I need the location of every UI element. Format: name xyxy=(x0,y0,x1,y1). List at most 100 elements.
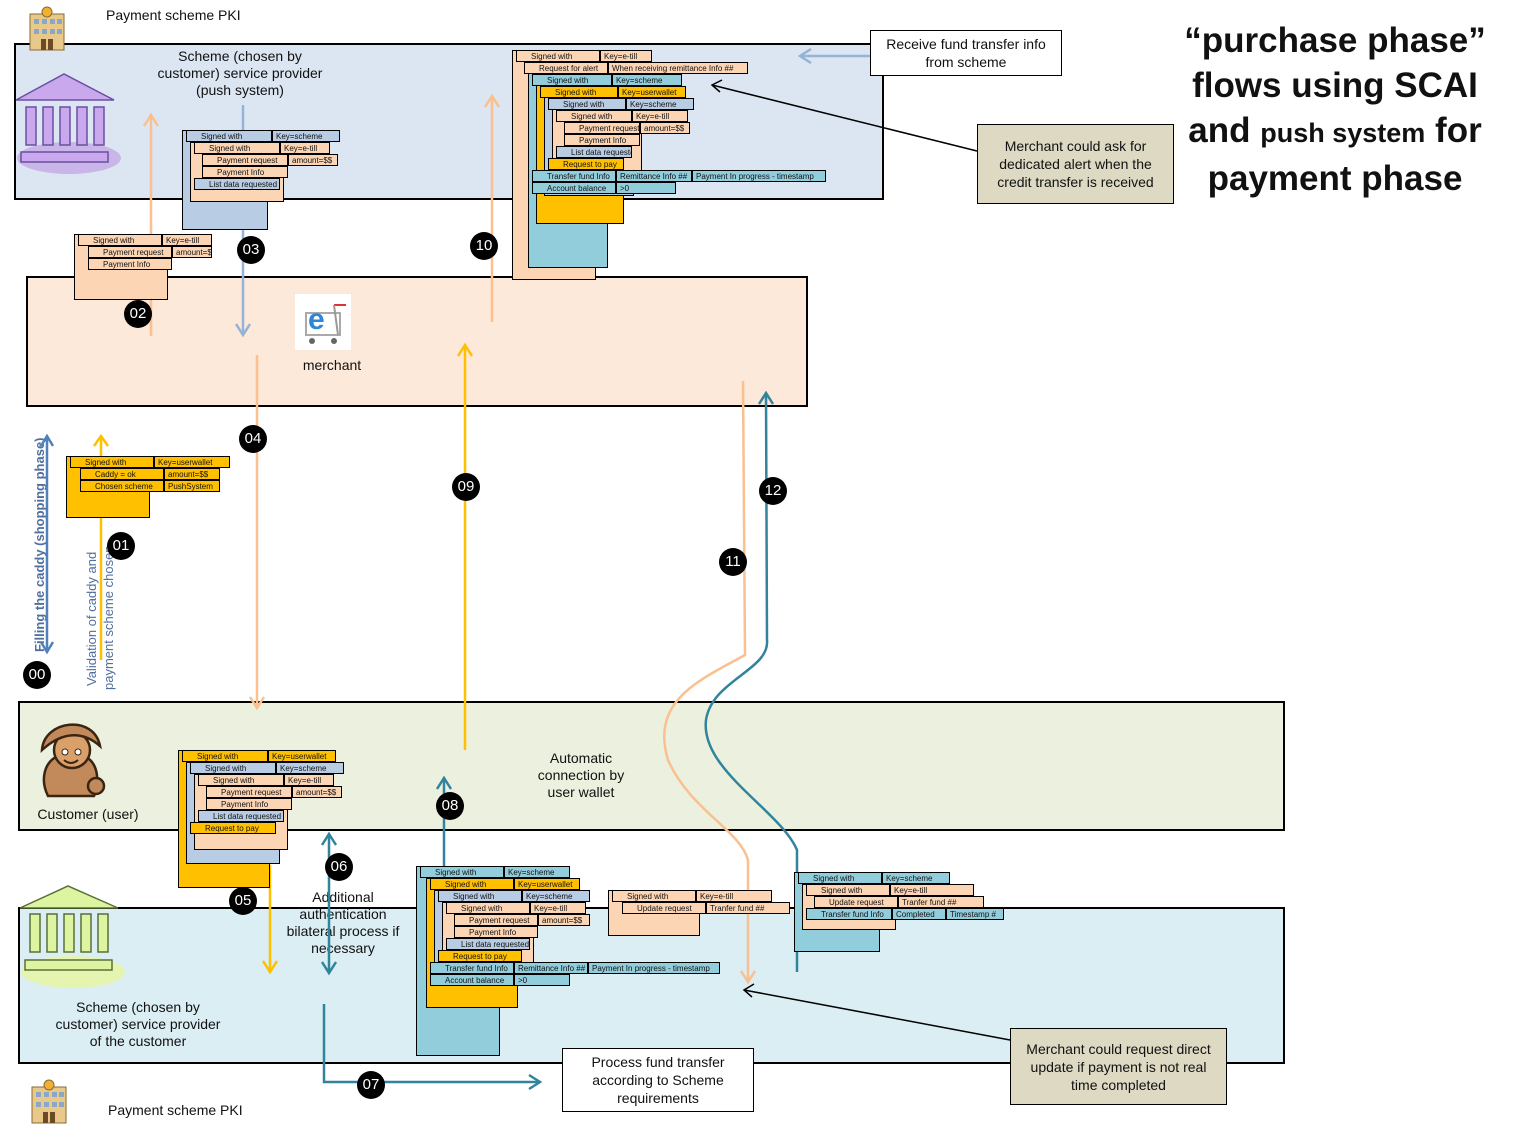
block-row-value-2: Timestamp # xyxy=(946,908,1004,920)
block-row-label: Caddy = ok xyxy=(80,468,164,480)
step-badge-11: 11 xyxy=(719,548,747,576)
block-row-label: Signed with xyxy=(194,142,280,154)
bank-icon-scheme-bottom xyxy=(19,885,125,988)
block-row-label: Payment request xyxy=(206,786,292,798)
block-row-label: Signed with xyxy=(556,110,632,122)
arrow-05 xyxy=(261,865,279,975)
additional-auth-label: Additional authentication bilateral proc… xyxy=(286,889,400,956)
customer-label: Customer (user) xyxy=(37,806,139,822)
block-row-value: Key=scheme xyxy=(272,130,340,142)
block-row-label: Update request xyxy=(622,902,706,914)
pointer-dedicated-alert xyxy=(710,79,978,152)
block-row-label: Signed with xyxy=(612,890,696,902)
block-row-value: Completed xyxy=(892,908,946,920)
block-row-label: Transfer fund Info xyxy=(806,908,892,920)
block-row-label: Signed with xyxy=(420,866,504,878)
block-row-label: Request to pay xyxy=(438,950,522,962)
block-row-value: amount=$$ xyxy=(164,468,220,480)
block-row-label: Signed with xyxy=(516,50,600,62)
automatic-connection-label: Automatic connection by user wallet xyxy=(537,750,625,800)
merchant-label: merchant xyxy=(302,357,362,373)
step-badge-00: 00 xyxy=(23,661,51,689)
block-row-label: Signed with xyxy=(430,878,514,890)
bank-icon-scheme-top xyxy=(15,73,121,174)
block-row-value: Key=userwallet xyxy=(154,456,230,468)
block-row-value: >0 xyxy=(514,974,570,986)
block-row-label: Payment request xyxy=(564,122,640,134)
block-row-label: Payment Info xyxy=(88,258,172,270)
arrow-12 xyxy=(704,390,799,972)
block-row-label: List data requested xyxy=(556,146,632,158)
step-badge-05: 05 xyxy=(229,887,257,915)
block-row-label: Signed with xyxy=(540,86,618,98)
step-badge-01: 01 xyxy=(107,532,135,560)
block-row-label: List data requested xyxy=(194,178,280,190)
scheme-bottom-label: Scheme (chosen by customer) service prov… xyxy=(55,999,221,1049)
block-row-value: amount=$$ xyxy=(172,246,212,258)
arrow-receive-fund xyxy=(797,47,870,65)
block-row-value: Key=scheme xyxy=(626,98,694,110)
block-row-label: Payment request xyxy=(202,154,288,166)
block-row-label: Payment request xyxy=(454,914,538,926)
block-row-value: Key=e-till xyxy=(696,890,772,902)
shopping-cart-icon: e xyxy=(294,293,352,351)
customer-avatar-icon xyxy=(40,723,106,798)
pki-building-icon-bottom xyxy=(31,1079,67,1124)
block-row-value: amount=$$ xyxy=(288,154,338,166)
block-row-label: Payment Info xyxy=(564,134,640,146)
step-badge-04: 04 xyxy=(239,425,267,453)
block-row-value: Key=e-till xyxy=(280,142,330,154)
block-row-label: Payment Info xyxy=(206,798,292,810)
title-line-3: and push system for xyxy=(1150,108,1520,156)
step-badge-08: 08 xyxy=(436,792,464,820)
block-row-value: amount=$$ xyxy=(292,786,342,798)
title-push-system: push system xyxy=(1260,118,1426,148)
block-row-value: amount=$$ xyxy=(538,914,590,926)
arrow-04 xyxy=(248,355,266,711)
block-row-label: Transfer fund Info xyxy=(430,962,514,974)
arrow-00-shopping xyxy=(39,433,55,655)
block-row-value: Tranfer fund ## xyxy=(706,902,790,914)
step-badge-09: 09 xyxy=(452,473,480,501)
block-row-value: Key=scheme xyxy=(522,890,590,902)
pki-label-top: Payment scheme PKI xyxy=(106,7,241,23)
step-badge-10: 10 xyxy=(470,232,498,260)
diagram-title: “purchase phase” flows using SCAI and pu… xyxy=(1150,18,1520,201)
dedicated-alert-note: Merchant could ask for dedicated alert w… xyxy=(977,124,1174,204)
block-row-label: Signed with xyxy=(438,890,522,902)
block-row-label: Payment Info xyxy=(454,926,538,938)
block-row-value: Tranfer fund ## xyxy=(898,896,984,908)
step-badge-02: 02 xyxy=(124,300,152,328)
title-line-1: “purchase phase” xyxy=(1184,21,1486,60)
block-row-label: Request to pay xyxy=(190,822,276,834)
block-row-label: Account balance xyxy=(532,182,616,194)
block-row-label: Signed with xyxy=(806,884,890,896)
block-row-value: Key=userwallet xyxy=(618,86,686,98)
block-row-value: Key=scheme xyxy=(612,74,682,86)
block-row-label: Payment request xyxy=(88,246,172,258)
receive-fund-note: Receive fund transfer info from scheme xyxy=(870,30,1062,76)
block-row-label: Signed with xyxy=(446,902,530,914)
block-row-value: Remittance Info ## xyxy=(514,962,588,974)
arrow-11 xyxy=(663,380,757,985)
block-row-value: >0 xyxy=(616,182,676,194)
step-badge-07: 07 xyxy=(357,1071,385,1099)
block-row-value: Key=scheme xyxy=(276,762,344,774)
block-row-value-2: Payment In progress - timestamp xyxy=(588,962,720,974)
block-row-label: Update request xyxy=(814,896,898,908)
block-row-value: Key=userwallet xyxy=(268,750,336,762)
block-row-label: Signed with xyxy=(548,98,626,110)
block-row-label: Signed with xyxy=(198,774,284,786)
title-line-2: flows using SCAI xyxy=(1192,66,1478,105)
block-row-value: Key=e-till xyxy=(530,902,586,914)
block-row-value: Remittance Info ## xyxy=(616,170,692,182)
block-row-value: Key=scheme xyxy=(882,872,950,884)
block-row-value: Key=e-till xyxy=(632,110,688,122)
step-badge-06: 06 xyxy=(325,853,353,881)
block-row-value: Key=e-till xyxy=(284,774,334,786)
arrow-09 xyxy=(456,342,474,750)
block-row-label: Account balance xyxy=(430,974,514,986)
arrow-10 xyxy=(483,93,501,322)
title-and: and xyxy=(1188,111,1261,150)
